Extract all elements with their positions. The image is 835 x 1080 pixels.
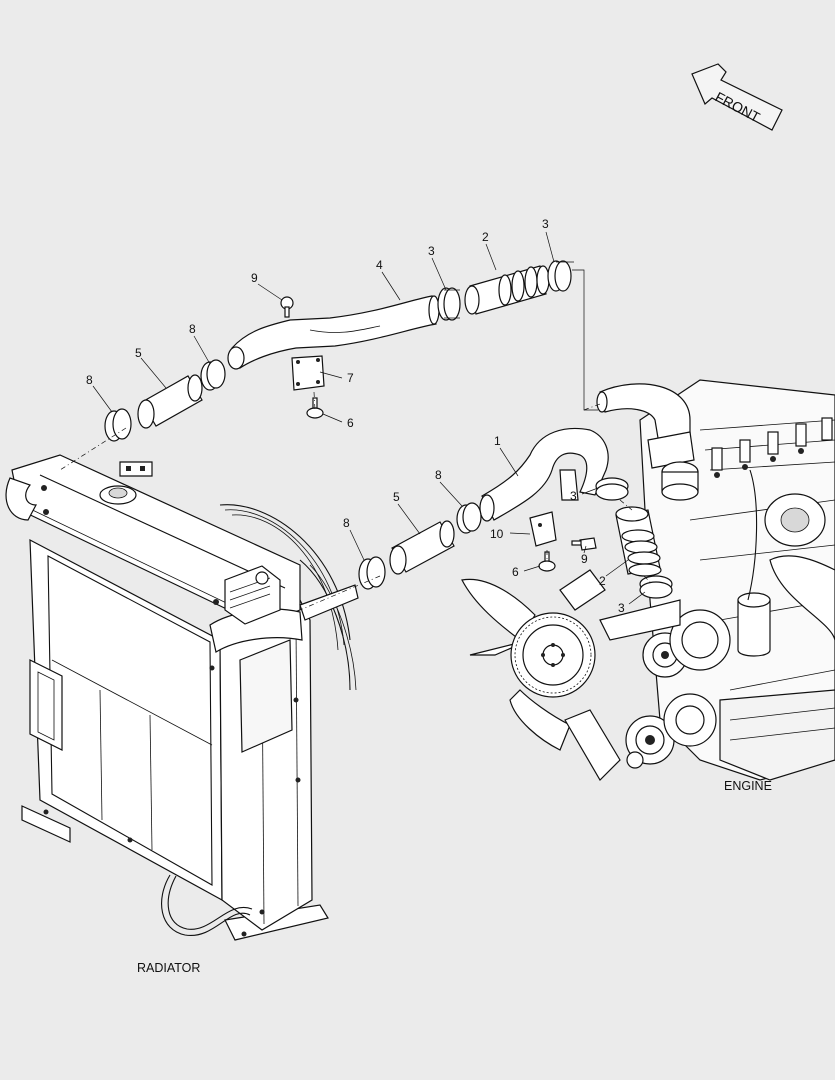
callout-3: 3 <box>618 601 625 615</box>
clamp-mid-lower <box>456 502 482 534</box>
charge-air-pipes <box>104 260 673 599</box>
callout-2: 2 <box>599 574 606 588</box>
straight-hose-lower <box>389 520 455 575</box>
callout-8: 8 <box>86 373 93 387</box>
bracket-lower <box>529 511 557 547</box>
bolt-lower <box>579 537 597 551</box>
callout-4: 4 <box>376 258 383 272</box>
callout-6: 6 <box>512 565 519 579</box>
callout-8: 8 <box>189 322 196 336</box>
radiator-caption: RADIATOR <box>137 961 200 975</box>
nut-upper <box>306 407 324 419</box>
engine-caption: ENGINE <box>724 779 772 793</box>
callout-10: 10 <box>490 527 504 541</box>
callout-9: 9 <box>581 552 588 566</box>
clamp-lower-left <box>358 556 386 590</box>
callout-3: 3 <box>570 489 577 503</box>
callout-3: 3 <box>428 244 435 258</box>
pipe-lower <box>481 427 609 521</box>
hose-upper <box>464 265 550 315</box>
callout-5: 5 <box>135 346 142 360</box>
pipe-upper <box>231 295 437 369</box>
radiator-assembly <box>5 454 359 941</box>
cooling-fan <box>461 569 681 781</box>
engine-assembly <box>461 379 835 781</box>
callout-8: 8 <box>343 516 350 530</box>
callout-8: 8 <box>435 468 442 482</box>
front-arrow: FRONT <box>691 63 783 131</box>
bracket-upper <box>291 355 325 391</box>
callout-5: 5 <box>393 490 400 504</box>
alignment-lines <box>59 269 653 611</box>
injector-row <box>711 417 833 478</box>
straight-hose-upper <box>137 374 203 429</box>
callout-1: 1 <box>494 434 501 448</box>
callout-3: 3 <box>542 217 549 231</box>
callout-leaders <box>92 231 646 605</box>
clamp-upper-right <box>547 260 574 292</box>
clamp-upper-left <box>437 287 461 321</box>
callout-6: 6 <box>347 416 354 430</box>
callout-9: 9 <box>251 271 258 285</box>
callout-numbers: 3 2 3 4 9 8 5 7 8 6 1 3 8 5 10 8 6 9 2 3 <box>86 217 625 615</box>
hose-lower <box>615 506 662 577</box>
callout-7: 7 <box>347 371 354 385</box>
clamp-far-left <box>104 408 132 442</box>
callout-2: 2 <box>482 230 489 244</box>
nut-lower <box>538 560 556 572</box>
clamp-lower-lower <box>639 575 673 599</box>
clamp-mid-upper <box>200 359 226 391</box>
clamp-lower-upper <box>595 477 629 501</box>
